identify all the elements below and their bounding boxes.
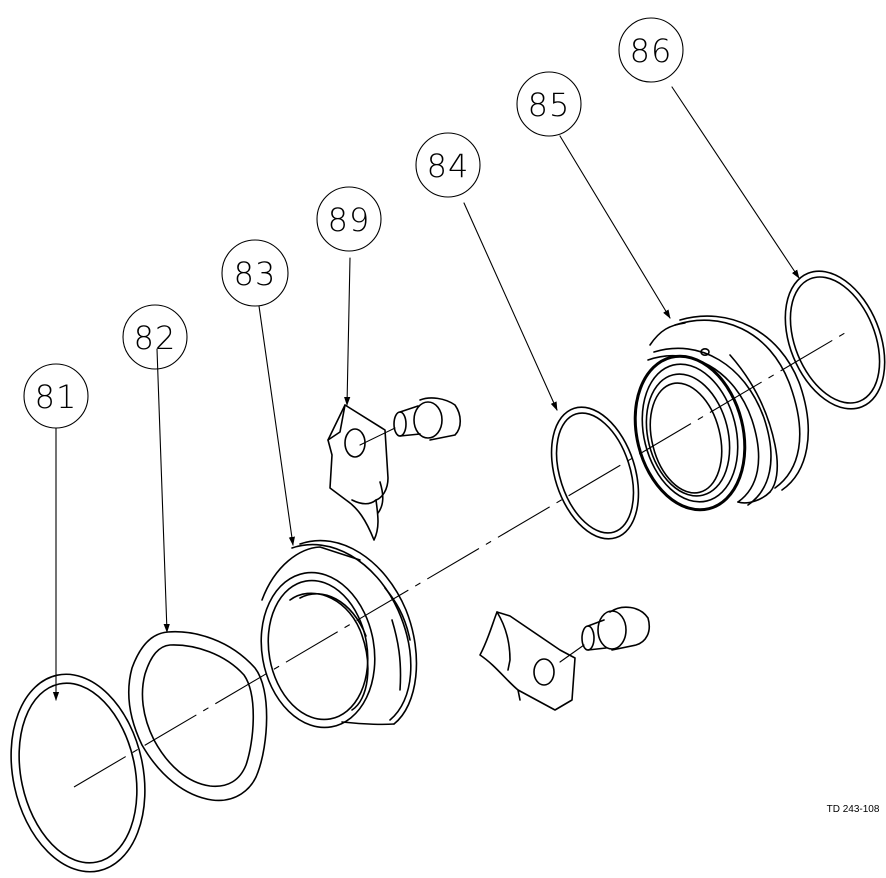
- leader-line-86: [671, 86, 800, 279]
- callout-85-label: 85: [528, 86, 571, 124]
- part-89-bolt-lower: [559, 606, 651, 663]
- callout-86-label: 86: [630, 32, 673, 70]
- part-85-housing: [633, 315, 810, 512]
- part-84-ring: [550, 406, 640, 540]
- part-83-retainer: [260, 539, 418, 729]
- callout-83: 83: [221, 239, 289, 307]
- callout-89: 89: [316, 186, 382, 252]
- callout-85: 85: [516, 71, 582, 137]
- leader-line-82: [156, 348, 170, 633]
- callout-81-label: 81: [35, 378, 78, 416]
- callout-89-label: 89: [328, 201, 371, 239]
- callout-81: 81: [23, 363, 89, 429]
- leader-line-89: [344, 257, 351, 406]
- leader-line-85: [559, 135, 671, 319]
- part-82-gasket: [128, 630, 268, 802]
- drawing-reference: TD 243-108: [827, 804, 880, 815]
- callout-84: 84: [415, 132, 481, 198]
- callout-82-label: 82: [134, 319, 177, 357]
- part-89-tab-washer-lower: [479, 611, 576, 711]
- part-89-tab-washer-upper: [327, 404, 389, 541]
- part-86-ring: [784, 270, 886, 410]
- callout-86: 86: [618, 17, 684, 83]
- callout-83-label: 83: [234, 255, 277, 293]
- callout-84-label: 84: [427, 147, 470, 185]
- callout-82: 82: [122, 304, 188, 370]
- leader-line-83: [258, 305, 295, 546]
- leader-line-84: [463, 202, 558, 411]
- part-81-ring: [10, 673, 146, 873]
- part-89-bolt-upper: [359, 397, 462, 446]
